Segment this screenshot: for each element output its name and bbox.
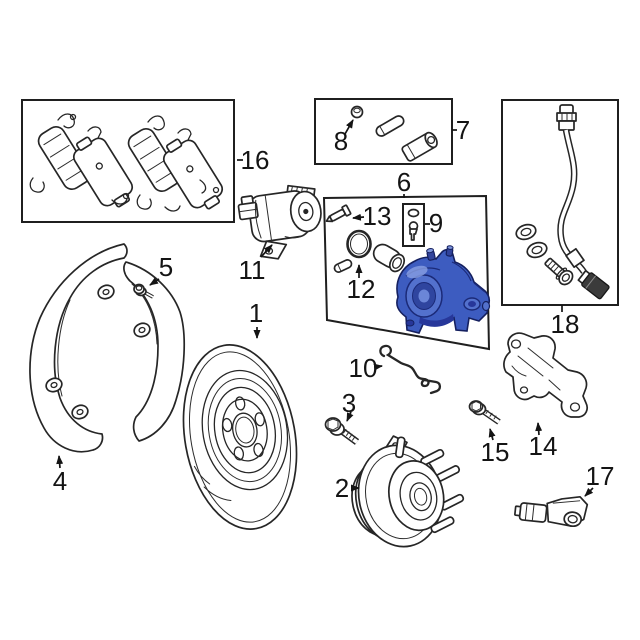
bleeder-screw-kit: [402, 203, 425, 247]
callout-9[interactable]: 9: [429, 208, 443, 238]
pad-retaining-spring-clip: [379, 344, 442, 395]
callout-5[interactable]: 5: [159, 252, 173, 282]
wheel-hub-bearing-assembly: [351, 435, 465, 548]
brake-pad-set: [21, 99, 235, 223]
caliper-mounting-bracket: [503, 332, 589, 418]
callout-16[interactable]: 16: [241, 145, 270, 175]
caliper-piston: [372, 243, 406, 273]
callout-3[interactable]: 3: [342, 388, 356, 418]
sealing-washers: [515, 223, 548, 259]
bracket-bolt: [468, 400, 501, 425]
callout-18[interactable]: 18: [551, 309, 580, 339]
piston-seal-o-ring: [346, 229, 372, 259]
callout-10[interactable]: 10: [349, 353, 378, 383]
callout-6[interactable]: 6: [397, 167, 411, 197]
guide-pin-boot: [401, 131, 438, 162]
brake-rotor: [182, 344, 298, 530]
callout-7[interactable]: 7: [456, 115, 470, 145]
leader-lines: [56, 119, 594, 497]
hose-sleeve: [565, 247, 585, 269]
callout-1[interactable]: 1: [249, 298, 263, 328]
pad-clips: [29, 113, 220, 212]
abs-wheel-speed-sensor: [514, 495, 589, 528]
callout-17[interactable]: 17: [586, 461, 615, 491]
brake-caliper-highlighted[interactable]: [396, 245, 491, 334]
caliper-kit-box: [322, 194, 491, 351]
guide-pin-cap: [350, 105, 364, 119]
callout-11[interactable]: 11: [239, 255, 266, 285]
caliper-guide-pin-kit: [314, 98, 453, 165]
bleeder-screw: [325, 204, 352, 223]
caliper-pin: [333, 259, 353, 273]
hose-end-fitting: [577, 269, 610, 300]
banjo-bolt: [544, 257, 574, 286]
callout-14[interactable]: 14: [529, 431, 558, 461]
callout-13[interactable]: 13: [363, 201, 392, 231]
parking-brake-actuator-motor: [237, 184, 322, 260]
callout-12[interactable]: 12: [347, 274, 376, 304]
hose-top-fitting: [556, 104, 577, 131]
brake-hydraulic-hose: [501, 99, 619, 306]
callout-4[interactable]: 4: [53, 466, 67, 496]
callout-labels: 1 2 3 4 5 6 7 8 9 10 11 12 13 14 15 16 1…: [53, 115, 615, 503]
guide-pin: [375, 115, 405, 137]
callout-8[interactable]: 8: [334, 126, 348, 156]
callout-15[interactable]: 15: [481, 437, 510, 467]
dust-shield-screw: [133, 283, 154, 299]
hub-mounting-bolt: [324, 417, 360, 445]
callout-2[interactable]: 2: [335, 473, 349, 503]
